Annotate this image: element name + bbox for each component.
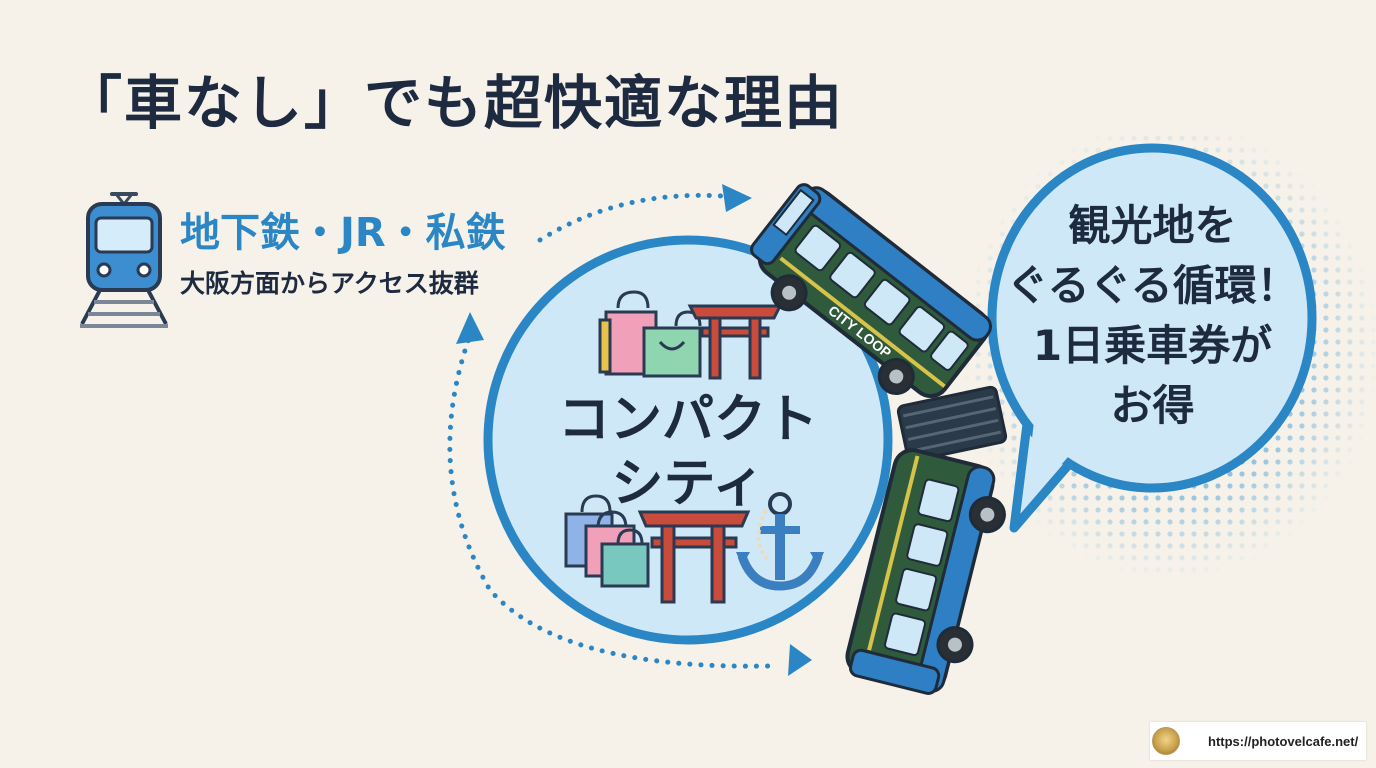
bubble-line2: ぐるぐる循環！ <box>1006 261 1299 310</box>
shopping-bags-icon <box>598 290 702 378</box>
compact-city-line2: シティ <box>611 454 765 514</box>
footer-url[interactable]: https://photovelcafe.net/ <box>1208 733 1359 749</box>
bubble-text: 観光地を ぐるぐる循環！ 1日乗車券が お得 <box>985 196 1320 436</box>
torii-gate-icon <box>637 510 751 604</box>
bubble-line3: 1日乗車券が <box>1032 321 1273 370</box>
page-title: 「車なし」でも超快適な理由 <box>64 69 845 137</box>
bubble-line4: お得 <box>1110 381 1195 430</box>
loop-arrowheads <box>456 184 812 676</box>
footer-badge[interactable]: https://photovelcafe.net/ <box>1150 722 1366 760</box>
shopping-bags-icon <box>564 494 650 588</box>
loop-arrow-icon <box>447 192 773 669</box>
torii-gate-icon <box>687 304 783 380</box>
site-logo-icon <box>1152 727 1180 755</box>
compact-city-line1: コンパクト <box>557 390 818 450</box>
bubble-line1: 観光地を <box>1068 201 1237 250</box>
rail-title: 地下鉄・JR・私鉄 <box>180 210 506 256</box>
train-icon <box>80 192 168 328</box>
anchor-icon <box>736 492 824 591</box>
compact-city-label: コンパクト シティ <box>492 388 884 516</box>
rail-subtitle: 大阪方面からアクセス抜群 <box>180 269 479 298</box>
city-loop-bus-icon: CITY LOOP <box>750 183 1008 695</box>
speech-bubble <box>987 143 1317 533</box>
